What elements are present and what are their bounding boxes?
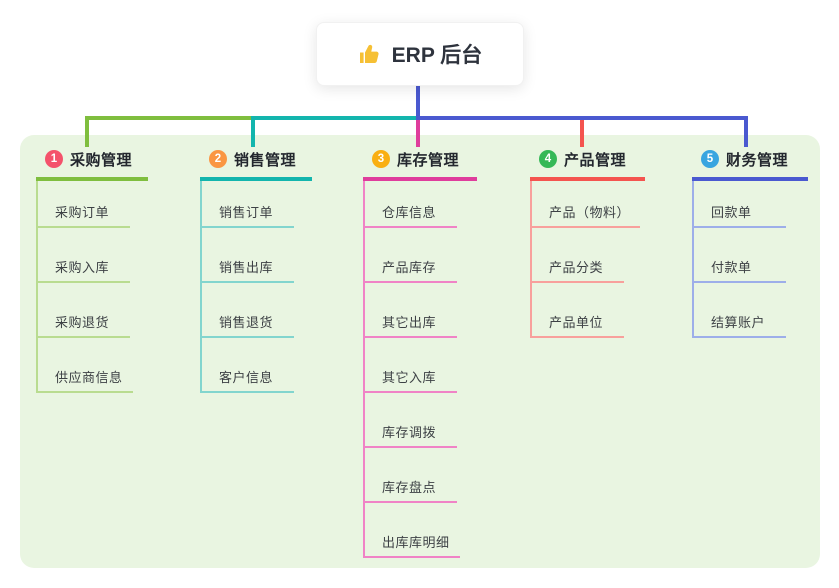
branch-inventory-header[interactable]: 3 库存管理 (363, 148, 477, 181)
child-node-label: 其它出库 (382, 315, 437, 330)
child-node-label: 客户信息 (219, 370, 274, 385)
child-node[interactable]: 库存盘点 (365, 448, 457, 503)
branch-product-children: 产品（物料） 产品分类 产品单位 (530, 181, 641, 338)
child-node[interactable]: 产品分类 (532, 228, 624, 283)
child-node[interactable]: 结算账户 (694, 283, 786, 338)
child-node[interactable]: 产品单位 (532, 283, 624, 338)
child-node-label: 产品（物料） (549, 205, 631, 220)
branches-panel (20, 135, 820, 568)
branch-number-badge: 3 (372, 150, 390, 168)
child-node-label: 采购入库 (55, 260, 110, 275)
branch-purchase-header[interactable]: 1 采购管理 (36, 148, 148, 181)
child-node-label: 仓库信息 (382, 205, 437, 220)
connector-drop-inventory (416, 120, 420, 147)
branch-finance-header[interactable]: 5 财务管理 (692, 148, 808, 181)
child-node-label: 付款单 (711, 260, 752, 275)
branch-title: 采购管理 (70, 151, 133, 169)
branch-sales-header[interactable]: 2 销售管理 (200, 148, 312, 181)
child-node[interactable]: 仓库信息 (365, 181, 457, 228)
child-node-label: 产品库存 (382, 260, 437, 275)
child-node[interactable]: 采购订单 (38, 181, 130, 228)
child-node[interactable]: 其它入库 (365, 338, 457, 393)
child-node-label: 产品单位 (549, 315, 604, 330)
child-node-label: 产品分类 (549, 260, 604, 275)
child-node[interactable]: 销售退货 (202, 283, 294, 338)
child-node-label: 出库库明细 (382, 535, 450, 550)
child-node[interactable]: 产品（物料） (532, 181, 641, 228)
child-node[interactable]: 销售订单 (202, 181, 294, 228)
child-node-label: 供应商信息 (55, 370, 123, 385)
branch-inventory-children: 仓库信息 产品库存 其它出库 其它入库 库存调拨 库存盘点 出库库明细 (363, 181, 460, 558)
branch-title: 销售管理 (234, 151, 297, 169)
branch-finance-children: 回款单 付款单 结算账户 (692, 181, 786, 338)
connector-horizontal-sales (251, 116, 420, 120)
branch-purchase: 1 采购管理 采购订单 采购入库 采购退货 供应商信息 (36, 148, 148, 393)
thumbs-up-icon (358, 42, 382, 66)
child-node[interactable]: 回款单 (694, 181, 786, 228)
child-node-label: 其它入库 (382, 370, 437, 385)
branch-finance: 5 财务管理 回款单 付款单 结算账户 (692, 148, 808, 338)
branch-title: 财务管理 (726, 151, 789, 169)
branch-product: 4 产品管理 产品（物料） 产品分类 产品单位 (530, 148, 645, 338)
branch-title: 产品管理 (564, 151, 627, 169)
child-node-label: 销售出库 (219, 260, 274, 275)
branch-inventory: 3 库存管理 仓库信息 产品库存 其它出库 其它入库 库存调拨 库存盘点 出库库… (363, 148, 477, 558)
branch-purchase-children: 采购订单 采购入库 采购退货 供应商信息 (36, 181, 133, 393)
connector-drop-sales (251, 116, 255, 147)
connector-drop-purchase (85, 116, 89, 147)
branch-product-header[interactable]: 4 产品管理 (530, 148, 645, 181)
connector-horizontal-finance (416, 116, 748, 120)
child-node-label: 销售订单 (219, 205, 274, 220)
connector-horizontal-purchase (85, 116, 253, 120)
connector-drop-finance (744, 116, 748, 147)
child-node[interactable]: 客户信息 (202, 338, 294, 393)
root-node-label: ERP 后台 (391, 44, 483, 67)
branch-number-badge: 1 (45, 150, 63, 168)
branch-number-badge: 2 (209, 150, 227, 168)
child-node[interactable]: 销售出库 (202, 228, 294, 283)
child-node-label: 回款单 (711, 205, 752, 220)
branch-sales: 2 销售管理 销售订单 销售出库 销售退货 客户信息 (200, 148, 312, 393)
branch-number-badge: 4 (539, 150, 557, 168)
child-node-label: 采购退货 (55, 315, 110, 330)
connector-root-stem (416, 84, 420, 118)
child-node[interactable]: 采购退货 (38, 283, 130, 338)
child-node[interactable]: 采购入库 (38, 228, 130, 283)
child-node-label: 销售退货 (219, 315, 274, 330)
child-node[interactable]: 库存调拨 (365, 393, 457, 448)
branch-title: 库存管理 (397, 151, 460, 169)
child-node[interactable]: 其它出库 (365, 283, 457, 338)
child-node-label: 库存盘点 (382, 480, 437, 495)
child-node[interactable]: 供应商信息 (38, 338, 133, 393)
child-node-label: 库存调拨 (382, 425, 437, 440)
child-node[interactable]: 产品库存 (365, 228, 457, 283)
child-node-label: 采购订单 (55, 205, 110, 220)
child-node-label: 结算账户 (711, 315, 766, 330)
child-node[interactable]: 出库库明细 (365, 503, 460, 558)
root-node[interactable]: ERP 后台 (316, 22, 524, 86)
branch-sales-children: 销售订单 销售出库 销售退货 客户信息 (200, 181, 294, 393)
connector-drop-product (580, 120, 584, 147)
child-node[interactable]: 付款单 (694, 228, 786, 283)
branch-number-badge: 5 (701, 150, 719, 168)
